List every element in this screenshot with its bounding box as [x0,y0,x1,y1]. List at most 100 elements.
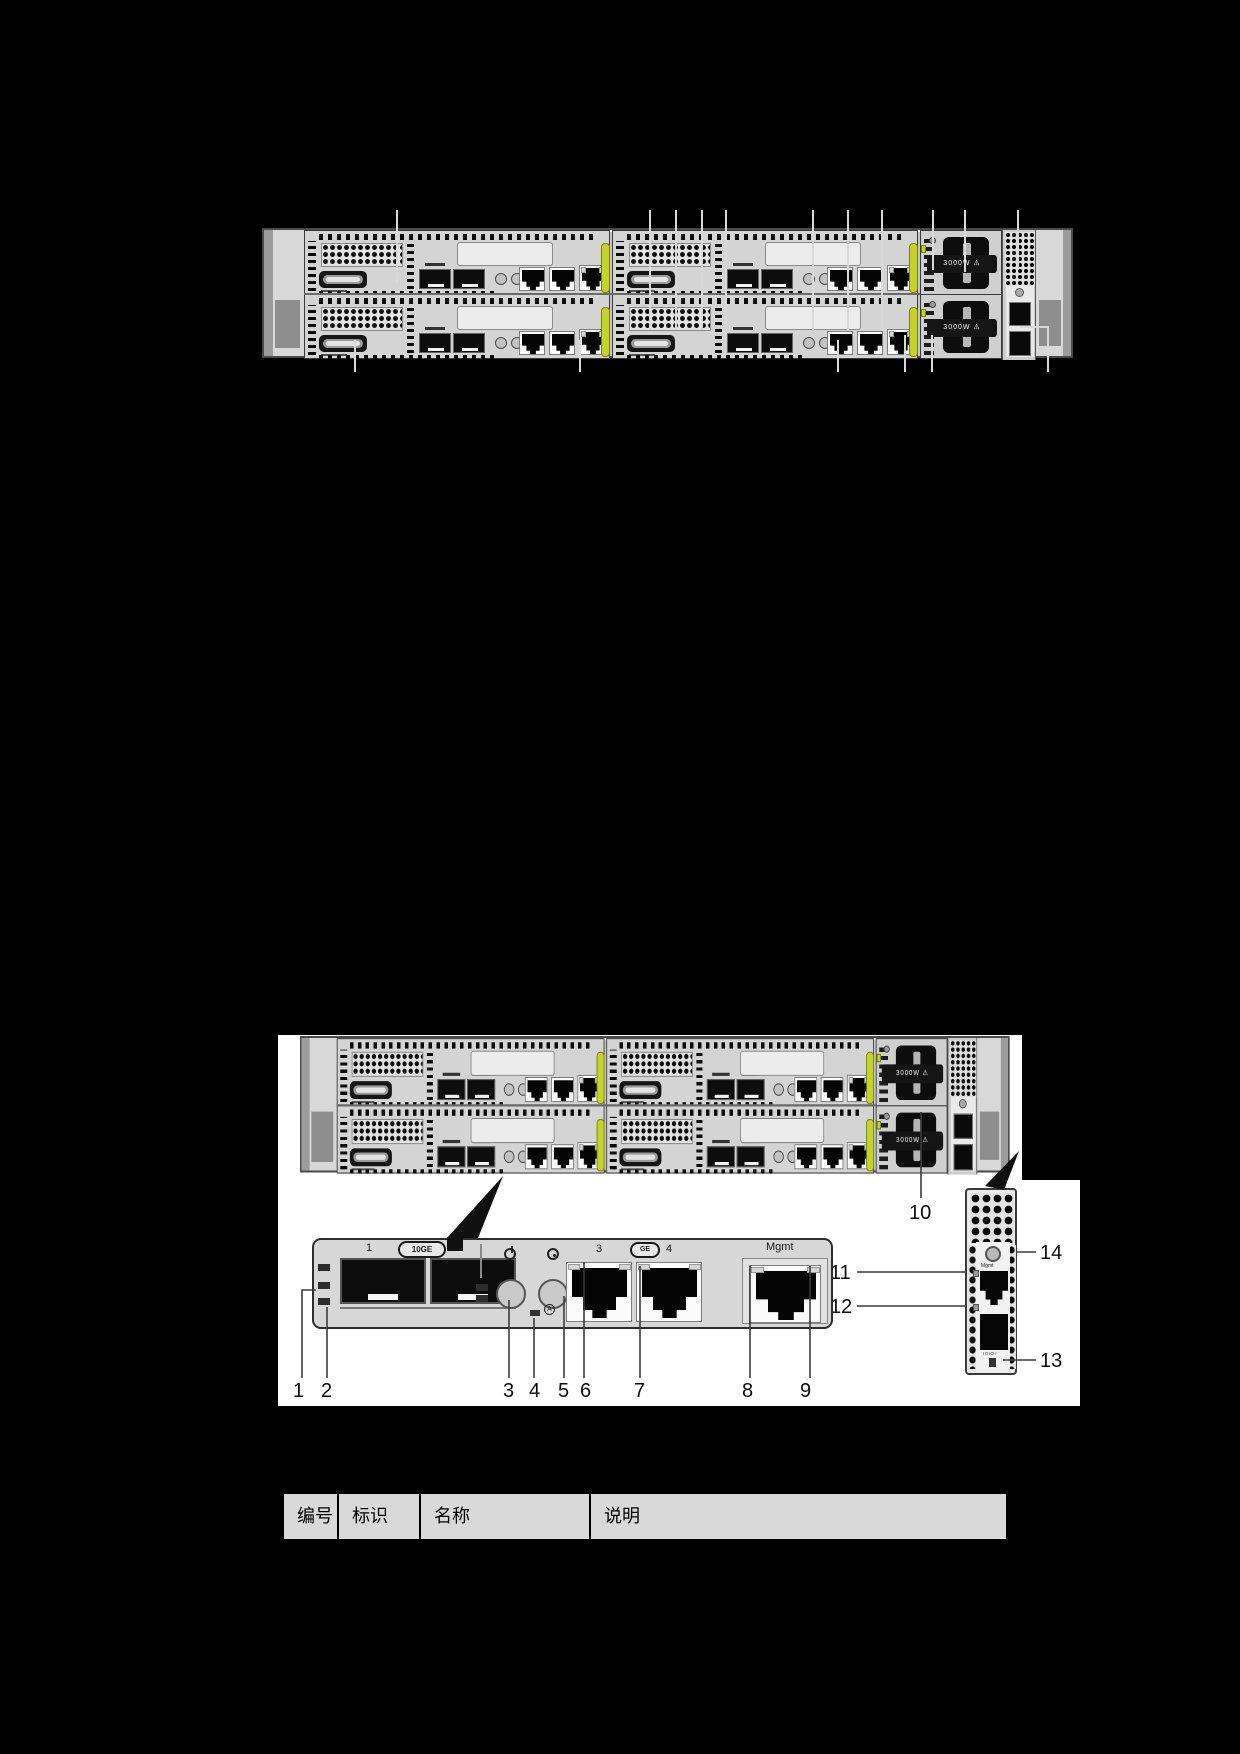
rj45-port [794,1076,818,1103]
node-module [304,230,610,295]
rack-ear-left-block [275,300,300,348]
power-button [773,1083,784,1096]
node-left-vent [308,305,316,355]
sfp-cage [761,333,793,353]
chassis-divider [304,293,920,295]
port-led-left [568,1264,580,1270]
rack-ear-right [977,1038,1008,1171]
power-button [773,1150,784,1164]
console-connector-core [326,341,360,346]
sfp-mark [712,1072,730,1076]
power-button [503,1083,515,1096]
vent-grid [351,1118,424,1145]
sfp-slit [462,348,478,351]
sfp-cage [419,333,451,353]
sfp-cage [467,1079,496,1101]
rj45-plug [849,1145,869,1169]
table-header-description: 说明 [589,1494,1006,1539]
status-led [530,1310,540,1316]
led-indicator [318,1264,330,1271]
rj45-port [820,1144,844,1170]
mgmt-port-box [742,1258,828,1324]
callout-8: 8 [742,1380,754,1402]
psu-status-led [921,309,926,317]
sfp-slit [428,284,444,287]
node-left-vent [609,1049,617,1103]
sfp-slit [368,1294,398,1300]
node-module [606,1038,874,1107]
panel-divider [480,1244,482,1278]
mgmt-port-label: Mgmt [766,1241,794,1253]
port-led-left [848,1076,853,1084]
rj45-plug [553,1147,573,1169]
node-left-vent [616,241,624,291]
mgmt-port [1009,302,1031,326]
sfp-cage [727,333,759,353]
rj45-port [636,1262,702,1322]
table-header-row: 编号 标识 名称 说明 [283,1493,1007,1540]
rj45-port [524,1144,548,1170]
psu-status-led [876,1121,881,1130]
power-button [496,1279,526,1309]
sfp-cage [453,269,485,289]
node-mid-vent [407,307,414,353]
yellow-handle [909,243,918,293]
vent-grid [629,243,711,267]
rj45-port [566,1262,632,1322]
psu-strap: 3000W ⚠ [927,255,997,273]
callout-14: 14 [1040,1242,1063,1264]
sfp-cage [467,1146,496,1168]
yellow-handle [601,243,610,293]
rj45-plug [580,1145,600,1169]
blank-plate [457,306,553,330]
sfp-cage [727,269,759,289]
table-header-name: 名称 [419,1494,589,1539]
rj45-port [846,1142,870,1170]
port-led-left [581,267,586,273]
led-indicator [476,1295,488,1302]
rack-ear-left-block [311,1111,334,1162]
rj45-port [551,1144,574,1170]
psu-module: 3000W ⚠ [920,294,1002,359]
rj45-plug [522,270,544,290]
psu-screw [883,1045,890,1053]
rack-ear-right-block [979,1111,1000,1160]
callout-9: 9 [800,1380,812,1402]
mgmt-button [1015,288,1024,297]
blank-plate [740,1117,825,1144]
console-connector-core [356,1154,386,1160]
callout-10: 10 [909,1202,932,1224]
sfp-plus-cage [340,1258,426,1304]
sfp-cage [419,269,451,289]
psu-strap: 3000W ⚠ [881,1064,944,1084]
node-module [606,1105,874,1174]
callout-6: 6 [580,1380,592,1402]
rj45-plug [552,270,574,290]
board-serial-port [980,1314,1008,1350]
vent-grid [321,307,403,331]
blank-plate [740,1050,825,1076]
port-led-left [889,267,894,273]
rj45-plug [552,334,574,354]
rj45-plug [830,334,852,354]
node-top-vent [319,298,597,304]
sfp-mark [712,1139,730,1144]
mgmt-module [1002,230,1036,360]
yellow-handle [601,307,610,357]
callout-12: 12 [830,1296,853,1318]
yellow-handle [866,1118,874,1172]
port-led-left [579,1144,584,1151]
port-led-left [889,331,894,337]
port-led-right [807,1267,820,1273]
psu-strap: 3000W ⚠ [927,319,997,337]
rj45-plug [823,1080,843,1102]
power-button [803,337,815,349]
sfp-slit [736,348,752,351]
sfp-slit [462,284,478,287]
rj45-port [524,1076,548,1103]
port-led-left [581,331,586,337]
vent-grid [621,1051,693,1077]
node-bottom-vent [319,355,499,359]
serial-port [1009,331,1031,356]
